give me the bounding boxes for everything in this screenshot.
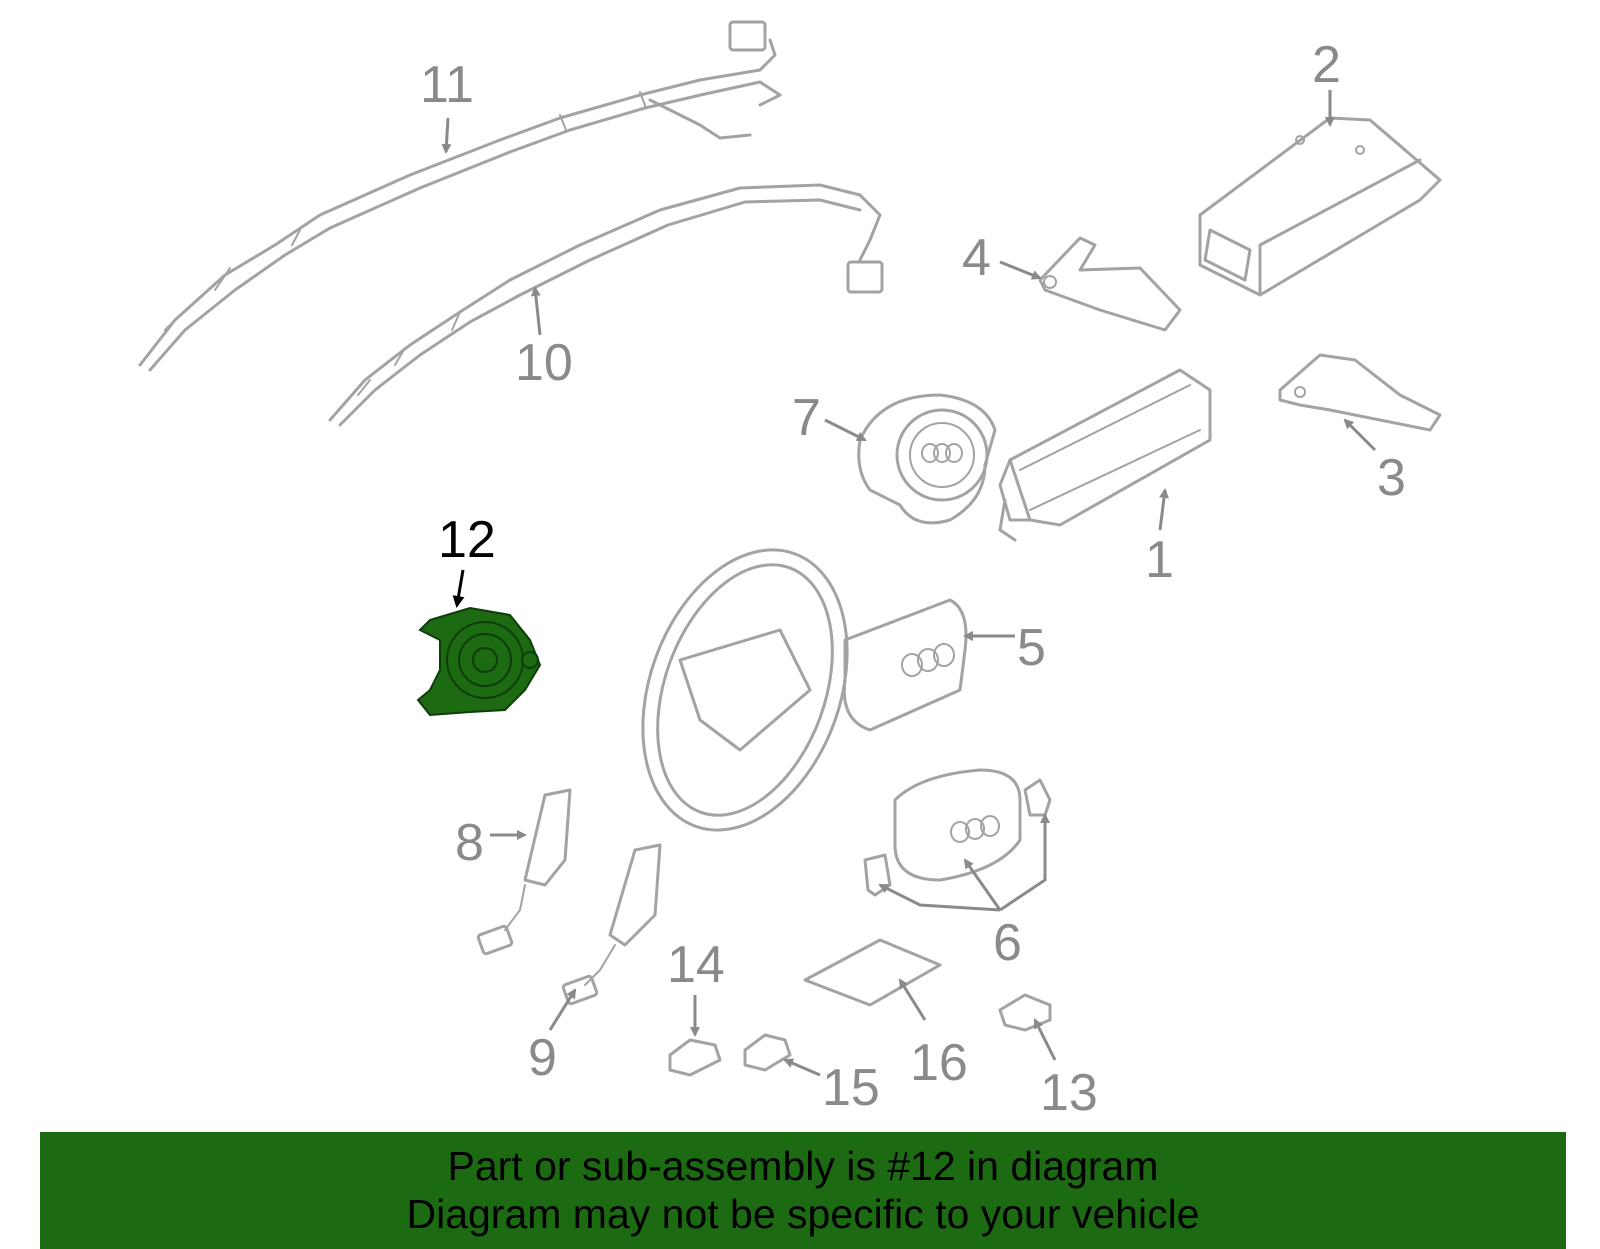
banner-line-1: Part or sub-assembly is #12 in diagram <box>447 1143 1159 1189</box>
part-7-driver-airbag-cover <box>857 393 997 525</box>
part-1-airbag-module <box>998 368 1212 542</box>
banner-text: Part or sub-assembly is #12 in diagram D… <box>40 1142 1566 1238</box>
callout-7: 7 <box>792 389 821 447</box>
callout-4: 4 <box>962 229 991 287</box>
info-banner: Part or sub-assembly is #12 in diagram D… <box>40 1132 1566 1249</box>
part-6-airbag-assembly <box>863 768 1052 897</box>
part-11-curtain-airbag <box>138 20 782 372</box>
part-14-sensor <box>668 1038 722 1077</box>
callout-5: 5 <box>1017 619 1046 677</box>
part-9-side-airbag <box>561 843 662 1006</box>
part-16-sensor-mat <box>803 938 942 1007</box>
callout-arrows <box>441 90 1377 1077</box>
part-8-side-airbag <box>476 788 572 956</box>
callout-10: 10 <box>515 334 573 392</box>
callout-12: 12 <box>438 511 496 569</box>
callout-9: 9 <box>528 1029 557 1087</box>
callout-1: 1 <box>1145 531 1174 589</box>
callout-6: 6 <box>993 914 1022 972</box>
banner-line-2: Diagram may not be specific to your vehi… <box>406 1191 1200 1237</box>
callout-11: 11 <box>420 56 474 114</box>
callout-15: 15 <box>822 1059 880 1117</box>
part-4-bracket <box>1038 236 1182 332</box>
callout-13: 13 <box>1040 1064 1098 1122</box>
callout-14: 14 <box>667 936 725 994</box>
part-12-clock-spring <box>416 606 542 717</box>
callout-labels: 1 2 3 4 5 6 7 8 9 10 11 12 13 14 15 16 <box>420 36 1406 1122</box>
callout-8: 8 <box>455 814 484 872</box>
part-13-sensor <box>998 993 1052 1032</box>
callout-16: 16 <box>910 1034 968 1092</box>
callout-3: 3 <box>1377 449 1406 507</box>
part-3-bracket <box>1278 353 1442 432</box>
part-15-sensor <box>743 1033 792 1072</box>
callout-2: 2 <box>1312 36 1341 94</box>
part-5-steering-airbag <box>842 598 968 732</box>
part-2-passenger-airbag-housing <box>1198 116 1442 297</box>
part-10-curtain-airbag <box>328 183 884 427</box>
steering-wheel <box>641 548 849 832</box>
